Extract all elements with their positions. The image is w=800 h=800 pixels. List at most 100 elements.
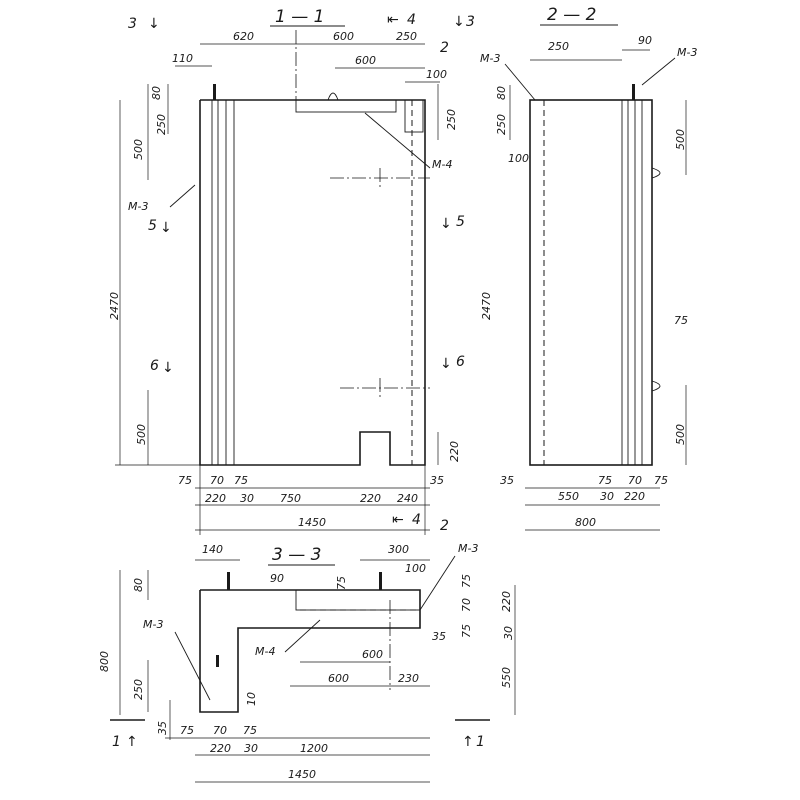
dim-label: 220 <box>500 591 513 612</box>
dim-label: 35 <box>430 474 444 487</box>
dim-label: 230 <box>398 672 419 685</box>
arrow-down-icon: ↓ <box>453 14 465 30</box>
cut-mark: 2 <box>440 40 449 56</box>
leader-line <box>284 619 321 653</box>
cut-mark: 5 <box>456 214 465 230</box>
dim-label: 250 <box>495 114 508 135</box>
dim-label: 90 <box>638 34 652 47</box>
lifting-loop <box>651 380 661 392</box>
dim-label: 75 <box>674 314 688 327</box>
dim-label: 30 <box>244 742 258 755</box>
dim-label: 550 <box>500 667 513 688</box>
dim-label: 30 <box>502 626 515 640</box>
arrow-left-icon: ⇤ <box>392 512 404 528</box>
rebar-stub <box>216 655 219 667</box>
wall-outline <box>529 99 653 466</box>
rebar-stub <box>227 572 230 590</box>
section-1-1: 1 — 1 620 600 250 110 600 100 <box>108 7 475 535</box>
dim-label: 75 <box>335 576 348 590</box>
plan-outline <box>199 589 421 713</box>
dim-label: 500 <box>135 424 148 445</box>
dim-label: 250 <box>396 30 417 43</box>
dim-label: 75 <box>460 574 473 588</box>
dim-label: 80 <box>132 578 145 592</box>
dim-label: 80 <box>495 86 508 100</box>
dim-label: 220 <box>624 490 645 503</box>
dim-label: 220 <box>210 742 231 755</box>
label-m3: М-3 <box>143 618 163 631</box>
dim-label: 75 <box>234 474 248 487</box>
dim-label: 1450 <box>298 516 326 529</box>
dim-label: 1200 <box>300 742 328 755</box>
label-m3: М-3 <box>677 46 697 59</box>
dim-label: 110 <box>172 52 193 65</box>
dim-label: 75 <box>654 474 668 487</box>
dim-label: 30 <box>240 492 254 505</box>
dim-label: 600 <box>333 30 354 43</box>
lifting-loop <box>327 92 339 101</box>
dim-label: 35 <box>432 630 446 643</box>
dim-label: 10 <box>245 692 258 706</box>
embed-m4 <box>295 589 421 611</box>
dim-label: 500 <box>674 129 687 150</box>
dim-label: 800 <box>575 516 596 529</box>
dim-label: 90 <box>270 572 284 585</box>
wall-outline <box>199 99 426 466</box>
cut-mark: 3 <box>128 16 137 32</box>
dim-label: 80 <box>150 86 163 100</box>
dim-label: 70 <box>213 724 227 737</box>
dim-label: 250 <box>155 114 168 135</box>
leader-line <box>504 63 536 101</box>
cut-mark: 1 <box>476 734 485 750</box>
embed-m4 <box>295 99 397 113</box>
dim-label: 600 <box>362 648 383 661</box>
label-m4: М-4 <box>255 645 275 658</box>
dim-label: 240 <box>397 492 418 505</box>
arrow-down-icon: ↓ <box>160 220 172 236</box>
arrow-up-icon: ↑ <box>462 734 474 750</box>
arrow-down-icon: ↓ <box>148 16 160 32</box>
section-1-1-title: 1 — 1 <box>275 7 324 27</box>
dim-label: 35 <box>156 721 169 735</box>
leader-line <box>364 112 431 169</box>
leader-line <box>169 184 196 208</box>
dim-label: 300 <box>388 543 409 556</box>
dim-label: 30 <box>600 490 614 503</box>
dim-label: 70 <box>210 474 224 487</box>
arrow-up-icon: ↑ <box>126 734 138 750</box>
rebar-stub <box>213 84 216 100</box>
dim-label: 75 <box>178 474 192 487</box>
dim-label: 600 <box>355 54 376 67</box>
dim-label: 250 <box>445 109 458 130</box>
dim-label: 620 <box>233 30 254 43</box>
leader-line <box>174 631 211 701</box>
dim-label: 2470 <box>480 292 493 320</box>
dim-label: 600 <box>328 672 349 685</box>
dim-label: 250 <box>132 679 145 700</box>
embed-notch <box>404 99 424 133</box>
dim-label: 800 <box>98 651 111 672</box>
cut-mark: 6 <box>456 354 465 370</box>
dim-label: 140 <box>202 543 223 556</box>
dim-label: 75 <box>180 724 194 737</box>
cut-mark: 4 <box>407 12 416 28</box>
section-2-2-title: 2 — 2 <box>547 5 596 25</box>
cut-mark: 1 <box>112 734 121 750</box>
dim-label: 70 <box>460 598 473 612</box>
dim-label: 250 <box>548 40 569 53</box>
dim-label: 550 <box>558 490 579 503</box>
section-2-2: 2 — 2 250 90 80 250 100 2470 500 75 500 … <box>480 5 697 531</box>
lifting-loop <box>651 167 661 179</box>
cut-mark: 4 <box>412 512 421 528</box>
dim-label: 220 <box>205 492 226 505</box>
dim-label: 75 <box>460 624 473 638</box>
cut-mark: 5 <box>148 218 157 234</box>
dim-label: 75 <box>243 724 257 737</box>
cut-mark: 6 <box>150 358 159 374</box>
label-m3: М-3 <box>128 200 148 213</box>
cut-mark: 2 <box>440 518 449 534</box>
dim-label: 220 <box>360 492 381 505</box>
dim-label: 75 <box>598 474 612 487</box>
rebar-stub <box>632 84 635 100</box>
